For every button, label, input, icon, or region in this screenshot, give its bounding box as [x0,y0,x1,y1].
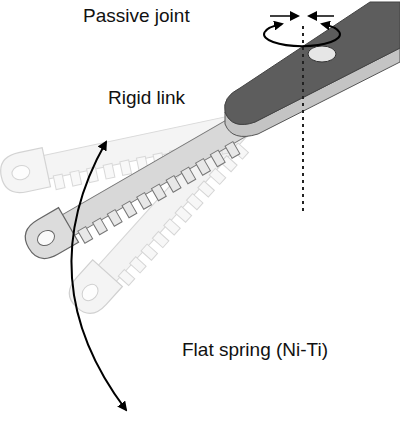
part-label: Passive joint [83,5,190,27]
part-label: Flat spring (Ni-Ti) [182,339,328,361]
part-label: Rigid link [108,87,185,109]
